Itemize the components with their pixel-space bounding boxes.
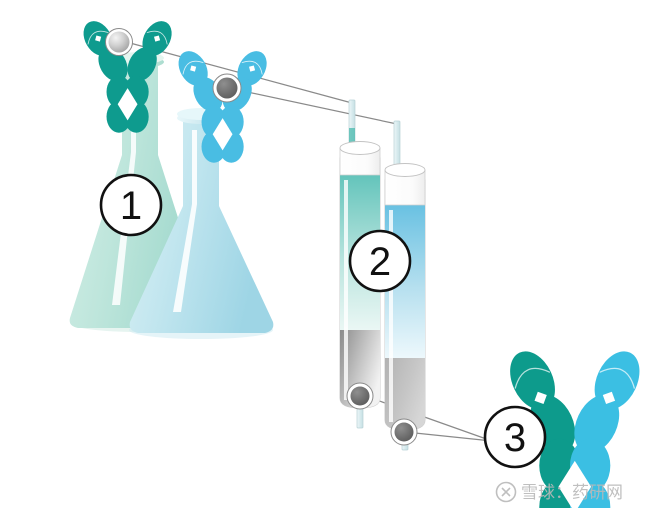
- antibody-lobe-cr: [127, 46, 157, 82]
- step-badge-3-label: 3: [504, 416, 526, 460]
- column-right-highlight: [389, 210, 393, 422]
- antibody-big-binding-site-left: [534, 391, 547, 405]
- marker-light-top-sphere-icon: [108, 31, 130, 53]
- antibody-fc-stem: [106, 75, 149, 133]
- antibody-big-arm-right-seam: [599, 367, 636, 389]
- antibody-binding-site-left: [95, 35, 102, 42]
- step-badge-3-circle: [483, 405, 547, 469]
- step-badge-2-label: 2: [369, 240, 391, 284]
- marker-dark-outlet-left-sphere-icon: [350, 386, 370, 406]
- markers: [105, 28, 418, 446]
- antibody-bispecific-large: [510, 351, 640, 508]
- antibody-cyan-fc-diamond: [212, 118, 233, 151]
- antibody-cyan-binding-site-right: [249, 65, 256, 72]
- step-badge-1-label: 1: [120, 184, 142, 228]
- line-outlet-right-to-step3: [414, 432, 493, 442]
- antibody-teal-small: [83, 21, 172, 133]
- step-badge-2[interactable]: 2: [348, 229, 412, 293]
- antibody-big-arm-right: [574, 351, 640, 454]
- column-right-resin-bed: [385, 358, 425, 430]
- step-badge-3[interactable]: 3: [483, 405, 547, 469]
- antibody-big-arm-left-seam: [514, 367, 551, 389]
- antibody-cyan-fc-stem: [201, 105, 244, 163]
- flask-right-highlight: [173, 130, 197, 312]
- column-left-highlight: [344, 180, 348, 400]
- antibody-big-fc-diamond: [558, 460, 592, 508]
- marker-light-top[interactable]: [105, 28, 133, 56]
- flask-right-body: [129, 118, 274, 333]
- marker-dark-upper-sphere-icon: [216, 77, 238, 99]
- antibody-arm-right: [127, 21, 172, 82]
- antibody-big-lobe-cr: [574, 394, 620, 454]
- marker-dark-outlet-right[interactable]: [390, 418, 418, 446]
- step-badge-1-circle: [99, 173, 163, 237]
- column-right-top-rim: [384, 163, 426, 177]
- antibody-cyan-arm-left-seam: [182, 60, 204, 75]
- antibody-binding-site-right: [154, 35, 161, 42]
- marker-dark-upper[interactable]: [212, 73, 242, 103]
- marker-dark-outlet-right-sphere-icon: [394, 422, 414, 442]
- watermark-text: 雪球：药研网: [521, 483, 623, 503]
- antibody-big-binding-site-right: [602, 391, 616, 405]
- step-badge-2-circle: [348, 229, 412, 293]
- column-left-top-rim: [339, 141, 381, 155]
- antibody-cyan-small: [178, 51, 267, 163]
- watermark: 雪球：药研网: [495, 481, 623, 503]
- line-dark-to-column-right-inlet: [237, 89, 398, 125]
- snowball-logo-icon: [495, 481, 517, 503]
- step-badge-1[interactable]: 1: [99, 173, 163, 237]
- snowball-logo-glyph-icon: [501, 487, 511, 497]
- antibody-arm-right-seam: [146, 30, 168, 45]
- marker-dark-outlet-left[interactable]: [346, 382, 374, 410]
- column-left-inlet-liquid: [349, 128, 355, 146]
- antibody-fc-diamond: [117, 88, 138, 121]
- antibody-cyan-binding-site-left: [190, 65, 197, 72]
- antibody-big-fc-stem: [539, 438, 611, 508]
- antibody-arm-left-seam: [87, 30, 109, 45]
- antibody-cyan-arm-right-seam: [241, 60, 263, 75]
